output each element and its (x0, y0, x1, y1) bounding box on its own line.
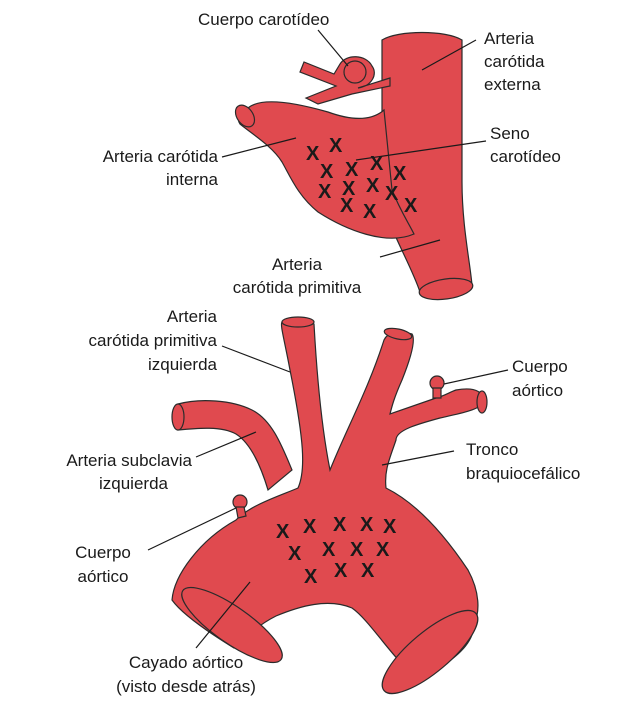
receptor-mark: X (288, 543, 302, 565)
label-cuerpo-aortico-right-line1: Cuerpo (512, 357, 568, 376)
label-arteria-carotida-interna-line1: Arteria carótida (103, 147, 219, 166)
receptor-mark: X (385, 183, 399, 205)
leader-tb (382, 451, 454, 465)
label-seno-carotideo-line2: carotídeo (490, 147, 561, 166)
label-cuerpo-aortico-right-line2: aórtico (512, 381, 563, 400)
receptor-mark: X (376, 539, 390, 561)
leader-ca-right (444, 370, 508, 384)
receptor-mark: X (363, 201, 377, 223)
label-arteria-carotida-interna-line2: interna (166, 170, 219, 189)
receptor-mark: X (276, 521, 290, 543)
leader-acpi (222, 346, 290, 372)
receptor-mark: X (360, 514, 374, 536)
receptor-mark: X (383, 516, 397, 538)
label-arteria-carotida-externa-line1: Arteria (484, 29, 535, 48)
label-arteria-subclavia-izquierda-line1: Arteria subclavia (66, 451, 192, 470)
label-arteria-carotida-externa-line3: externa (484, 75, 541, 94)
left-subclavian-artery (178, 401, 292, 490)
receptor-mark: X (304, 566, 318, 588)
receptor-mark: X (320, 161, 334, 183)
label-cuerpo-aortico-left-line1: Cuerpo (75, 543, 131, 562)
label-acp-izquierda-line2: carótida primitiva (89, 331, 218, 350)
receptor-mark: X (334, 560, 348, 582)
label-arteria-subclavia-izquierda-line2: izquierda (99, 474, 169, 493)
label-cuerpo-carotideo: Cuerpo carotídeo (198, 10, 329, 29)
label-arteria-carotida-primitiva-line1: Arteria (272, 255, 323, 274)
receptor-mark: X (404, 195, 418, 217)
receptor-mark: X (318, 181, 332, 203)
receptor-mark: X (366, 175, 380, 197)
aortic-body-right-stem (433, 388, 441, 398)
label-acp-izquierda-line1: Arteria (167, 307, 218, 326)
left-subclavian-cut (172, 404, 184, 430)
label-cuerpo-aortico-left-line2: aórtico (77, 567, 128, 586)
receptor-mark: X (333, 514, 347, 536)
receptor-mark: X (361, 560, 375, 582)
aortic-arch (172, 317, 489, 701)
receptor-mark: X (393, 163, 407, 185)
label-acp-izquierda-line3: izquierda (148, 355, 218, 374)
receptor-mark: X (329, 135, 343, 157)
receptor-mark: X (340, 195, 354, 217)
label-cayado-aortico-line2: (visto desde atrás) (116, 677, 256, 696)
label-arteria-carotida-primitiva-line2: carótida primitiva (233, 278, 362, 297)
left-common-carotid-cut (282, 317, 314, 327)
receptor-mark: X (303, 516, 317, 538)
receptor-mark: X (350, 539, 364, 561)
receptor-mark: X (306, 143, 320, 165)
right-branch-cut (477, 391, 487, 413)
label-tronco-braquiocefalico-line2: braquiocefálico (466, 464, 580, 483)
receptor-mark: X (322, 539, 336, 561)
label-cayado-aortico-line1: Cayado aórtico (129, 653, 243, 672)
label-seno-carotideo-line1: Seno (490, 124, 530, 143)
carotid-body (300, 57, 390, 104)
label-tronco-braquiocefalico-line1: Tronco (466, 440, 518, 459)
leader-cuerpo-carotideo (318, 30, 348, 66)
aortic-body-left-stem (236, 507, 246, 518)
label-arteria-carotida-externa-line2: carótida (484, 52, 545, 71)
